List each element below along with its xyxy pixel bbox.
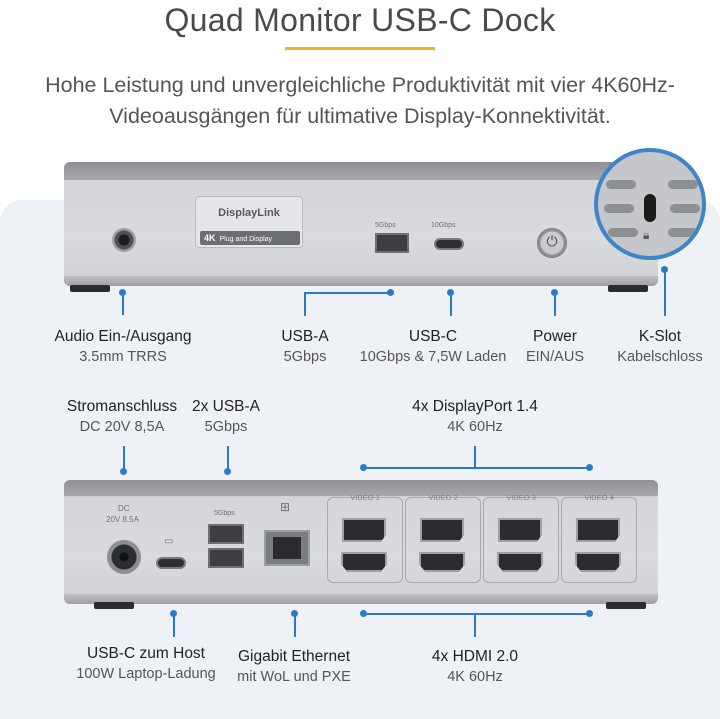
video-label-2: VIDEO 2 — [428, 493, 458, 502]
callout-displayport: 4x DisplayPort 1.4 4K 60Hz — [412, 398, 538, 435]
lock-icon: 🔒︎ — [643, 228, 650, 242]
displayport-1 — [342, 518, 386, 542]
laptop-icon: ▭ — [164, 536, 174, 547]
displayport-4 — [576, 518, 620, 542]
front-usb-a-port — [375, 233, 409, 253]
title-underline — [285, 47, 435, 50]
dc-rating-label: 20V 8.5A — [106, 515, 139, 524]
front-usb-c-port — [434, 238, 464, 250]
dc-label: DC — [118, 504, 130, 513]
displayport-3 — [498, 518, 542, 542]
callout-audio: Audio Ein-/Ausgang 3.5mm TRRS — [54, 328, 192, 365]
hdmi-port-1 — [341, 552, 387, 572]
callout-hdmi: 4x HDMI 2.0 4K 60Hz — [431, 648, 519, 685]
subtitle-line-1: Hohe Leistung und unvergleichliche Produ… — [45, 73, 675, 97]
displaylink-logo-text: DisplayLink — [218, 207, 280, 219]
device-foot — [608, 285, 648, 292]
video-group-2 — [405, 497, 481, 583]
video-group-4 — [561, 497, 637, 583]
subtitle-line-2: Videoausgängen für ultimative Display-Ko… — [109, 104, 611, 128]
product-panel — [0, 200, 720, 719]
network-icon: ⊞ — [280, 500, 291, 514]
page-title: Quad Monitor USB-C Dock — [164, 2, 556, 38]
device-foot — [94, 602, 134, 609]
back-usba-speed: 5Gbps — [214, 510, 235, 517]
power-button: ⏻ — [537, 228, 567, 258]
dock-back-view — [64, 480, 658, 604]
back-usb-a-port-1 — [208, 524, 244, 544]
audio-jack — [112, 228, 136, 252]
callout-power: Power EIN/AUS — [525, 328, 584, 365]
dc-power-jack — [107, 540, 141, 574]
callout-ethernet: Gigabit Ethernet mit WoL und PXE — [237, 648, 351, 685]
video-group-3 — [483, 497, 559, 583]
host-usb-c-port — [156, 557, 186, 569]
back-usb-a-port-2 — [208, 548, 244, 568]
kslot-zoom-circle: 🔒︎ — [594, 148, 706, 260]
page-subtitle: Hohe Leistung und unvergleichliche Produ… — [0, 70, 720, 132]
callout-back-usb-a: 2x USB-A 5Gbps — [191, 398, 261, 435]
callout-front-usb-c: USB-C 10Gbps & 7,5W Laden — [359, 328, 507, 365]
device-foot — [606, 602, 646, 609]
callout-power-input: Stromanschluss DC 20V 8,5A — [66, 398, 178, 435]
callout-kslot: K-Slot Kabelschloss — [617, 328, 703, 365]
power-icon: ⏻ — [546, 233, 558, 249]
kensington-slot — [644, 194, 656, 222]
callout-front-usb-a: USB-A 5Gbps — [281, 328, 329, 365]
hdmi-port-4 — [575, 552, 621, 572]
hdmi-port-3 — [497, 552, 543, 572]
callout-host-usb-c: USB-C zum Host 100W Laptop-Ladung — [76, 645, 216, 682]
front-usbc-speed: 10Gbps — [431, 222, 456, 229]
ethernet-port — [264, 530, 310, 566]
video-label-1: VIDEO 1 — [350, 493, 380, 502]
displayport-2 — [420, 518, 464, 542]
video-label-3: VIDEO 3 — [506, 493, 536, 502]
device-foot — [70, 285, 110, 292]
video-label-4: VIDEO 4 — [584, 493, 614, 502]
dock-front-view — [64, 162, 658, 286]
front-usba-speed: 5Gbps — [375, 222, 396, 229]
video-group-1 — [327, 497, 403, 583]
hdmi-port-2 — [419, 552, 465, 572]
